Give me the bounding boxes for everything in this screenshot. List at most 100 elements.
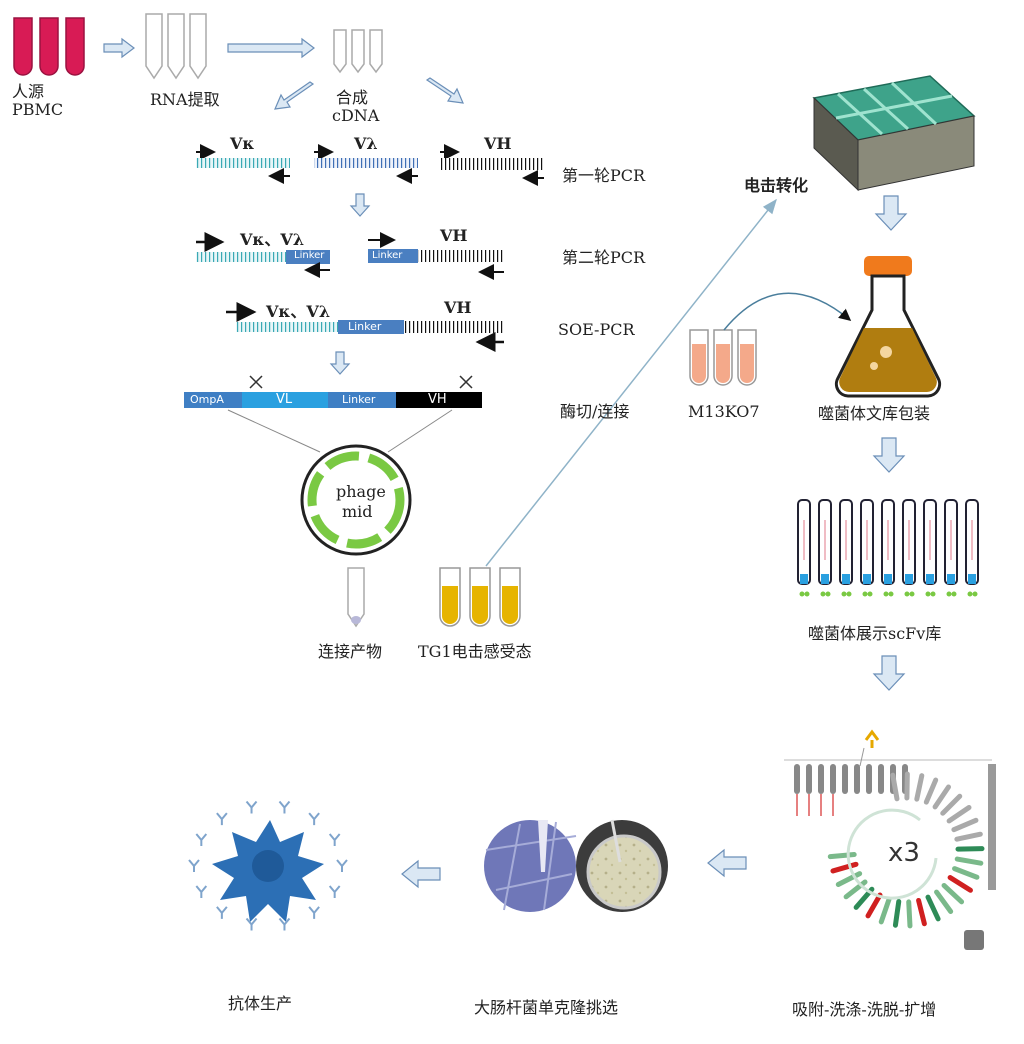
phage-particle	[944, 499, 958, 597]
flow-arrow-icon	[103, 37, 135, 59]
cycle-phage-mark	[923, 777, 939, 805]
vk-vl-label-2: Vκ、Vλ	[266, 302, 331, 321]
cycle-phage-mark	[951, 817, 979, 833]
cycle-phage-mark	[865, 892, 883, 919]
cycle-phage-mark	[932, 784, 951, 810]
first-pcr-label: 第一轮PCR	[562, 166, 646, 185]
bound-phage	[854, 764, 860, 794]
antibody-icon	[245, 800, 258, 814]
infection-arrow	[723, 292, 852, 331]
cycle-phage-mark	[890, 772, 900, 802]
phagemid-label-line1: phage	[336, 482, 386, 501]
antibody-icon	[308, 812, 320, 826]
cycle-phage-mark	[925, 894, 941, 922]
culture-flask	[834, 256, 942, 398]
digest-ligation-label: 酶切/连接	[560, 402, 630, 421]
cdna-label-line2: cDNA	[332, 106, 380, 125]
cycle-count-label: x3	[888, 838, 920, 868]
antibody-icon	[245, 917, 258, 931]
antibody-icon	[188, 859, 200, 872]
second-pcr-strands	[196, 232, 504, 280]
phage-library	[797, 499, 979, 597]
phage-particle	[797, 499, 811, 597]
down-arrow-icon	[349, 193, 371, 217]
antibody-icon	[195, 833, 208, 846]
vector-ompa: OmpA	[190, 393, 224, 406]
first-pcr-strands	[196, 144, 544, 186]
vk-vl-label-1: Vκ、Vλ	[240, 230, 305, 249]
antibody-production-label: 抗体生产	[228, 994, 293, 1013]
cycle-phage-mark	[914, 773, 925, 802]
soe-pcr-label: SOE-PCR	[558, 320, 635, 339]
cycle-phage-mark	[947, 875, 973, 893]
vk-label: Vκ	[230, 134, 255, 153]
bound-phage	[878, 764, 884, 794]
phage-particle	[902, 499, 916, 597]
bound-phage	[806, 764, 812, 816]
down-arrow-icon	[872, 655, 906, 691]
m13ko7-label: M13KO7	[688, 402, 760, 421]
phage-particle	[923, 499, 937, 597]
phage-particle	[818, 499, 832, 597]
soe-pcr-strand	[226, 302, 504, 352]
cycle-phage-mark	[934, 889, 954, 914]
cycle-phage-mark	[941, 882, 965, 905]
bound-phage	[866, 764, 872, 794]
antibody-icon	[328, 885, 341, 899]
pbmc-tubes	[13, 17, 85, 76]
phage-particle	[839, 499, 853, 597]
linker-label-3: Linker	[348, 320, 382, 333]
left-arrow-icon	[401, 859, 441, 889]
cycle-phage-mark	[878, 896, 892, 925]
antibody-icon	[216, 906, 228, 919]
scfv-library-label: 噬菌体展示scFv库	[808, 624, 942, 643]
cdna-tubes	[333, 29, 383, 74]
antibody-icon	[328, 833, 341, 846]
rna-tubes	[145, 13, 207, 80]
antibody-cell	[188, 800, 348, 931]
tg1-label: TG1电击感受态	[418, 642, 532, 661]
cut-site-icon	[249, 375, 263, 389]
rna-extraction-label: RNA提取	[150, 90, 220, 109]
vector-construct	[184, 375, 482, 453]
cycle-phage-mark	[952, 866, 980, 880]
down-arrow-icon	[872, 437, 906, 473]
antibody-icon	[195, 885, 208, 899]
bound-phage	[818, 764, 824, 816]
cycle-phage-mark	[827, 852, 857, 860]
linker-label-1: Linker	[294, 250, 325, 261]
ligation-product-label: 连接产物	[318, 642, 383, 661]
flow-arrow-icon	[227, 37, 315, 59]
cycle-phage-mark	[830, 861, 859, 874]
bound-phage	[794, 764, 800, 816]
phage-particle	[965, 499, 979, 597]
antibody-icon	[216, 812, 228, 826]
bound-phage	[830, 764, 836, 816]
pbmc-label-line1: 人源	[12, 82, 45, 101]
left-arrow-icon	[707, 848, 747, 878]
m13ko7-tubes	[689, 329, 757, 386]
ligation-tube	[347, 567, 365, 628]
vh-label-3: VH	[444, 298, 472, 317]
phagemid-label-line2: mid	[342, 502, 373, 521]
clone-picking-label: 大肠杆菌单克隆挑选	[474, 998, 619, 1017]
cycle-phage-mark	[954, 831, 983, 842]
clone-picking-images	[484, 819, 668, 912]
electroporation-label: 电击转化	[744, 176, 809, 195]
flow-arrow-icon	[274, 81, 315, 110]
phage-particle	[860, 499, 874, 597]
panning-cycle	[784, 729, 996, 950]
antibody-icon	[278, 917, 291, 931]
cycle-phage-mark	[940, 793, 963, 816]
flow-arrow-icon	[425, 77, 464, 104]
culture-crate	[812, 75, 976, 192]
vector-vh: VH	[428, 392, 447, 407]
down-arrow-icon	[329, 351, 351, 375]
phage-particle	[881, 499, 895, 597]
tg1-tubes	[439, 567, 521, 627]
vh-label-2: VH	[440, 226, 468, 245]
linker-label-2: Linker	[372, 250, 403, 261]
vl-label: Vλ	[354, 134, 378, 153]
